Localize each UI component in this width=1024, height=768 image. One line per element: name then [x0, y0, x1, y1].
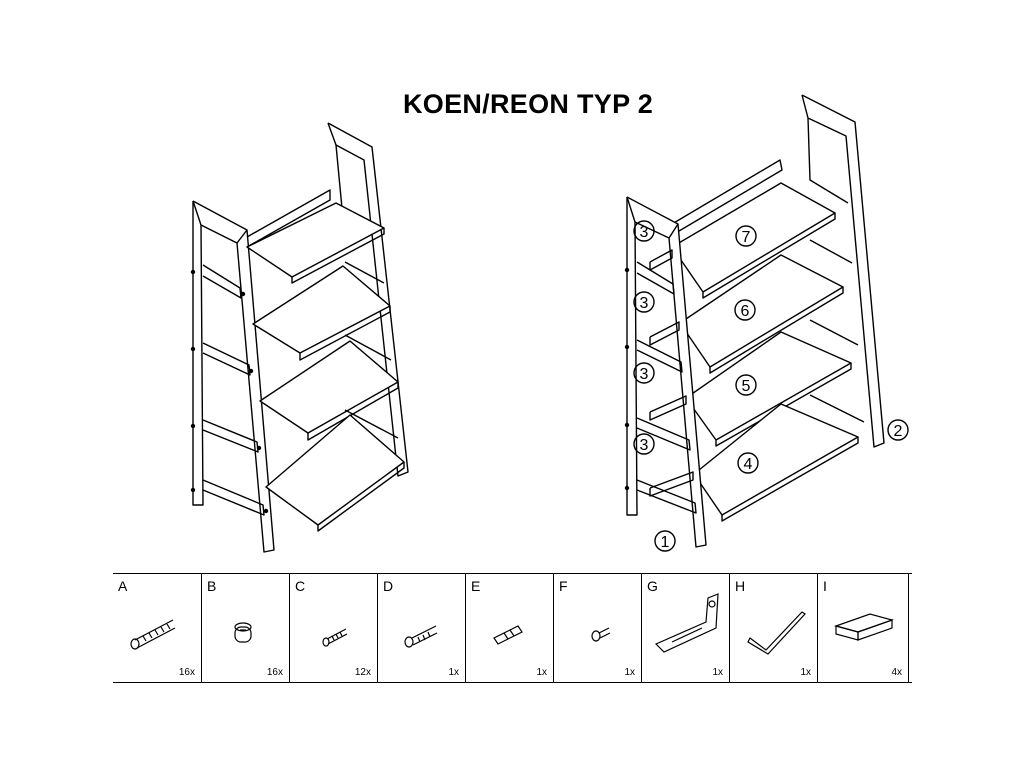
wall-bracket-icon: [654, 593, 719, 653]
exploded-shelf-illustration: [624, 94, 909, 552]
felt-pad-icon: [833, 613, 895, 641]
part-letter: B: [207, 578, 217, 594]
barrel-nut-icon: [234, 622, 252, 643]
parts-table: A 16x B 16x C 12x D 1: [113, 573, 912, 683]
part-letter: E: [471, 578, 481, 594]
part-qty: 4x: [891, 667, 902, 678]
page-title: KOEN/REON TYP 2: [402, 89, 654, 119]
short-screw-icon: [591, 627, 611, 642]
part-letter: F: [559, 578, 568, 594]
part-qty: 16x: [266, 667, 283, 678]
part-qty: 12x: [354, 667, 371, 678]
callout-rail-second: 3: [640, 295, 649, 312]
part-qty: 1x: [800, 667, 811, 678]
part-cell-h: H 1x: [729, 574, 817, 682]
callout-shelf-third: 5: [742, 378, 751, 395]
part-cell-i: I 4x: [817, 574, 909, 682]
allen-key-icon: [747, 611, 806, 655]
part-cell-d: D 1x: [377, 574, 465, 682]
part-qty: 1x: [448, 667, 459, 678]
part-cell-e: E 1x: [465, 574, 553, 682]
long-bolt-icon: [130, 619, 176, 650]
wall-plug-icon: [493, 625, 523, 645]
screw-icon: [322, 628, 348, 647]
callout-shelf-top: 7: [742, 229, 751, 246]
part-letter: G: [647, 578, 658, 594]
callout-rail-top: 3: [640, 224, 649, 241]
part-qty: 16x: [178, 667, 195, 678]
part-letter: I: [823, 578, 827, 594]
assembled-shelf-illustration: [190, 122, 409, 553]
assembly-drawing: 1 2 3 3 3 3 4 5 6 7: [190, 94, 909, 553]
part-qty: 1x: [624, 667, 635, 678]
part-letter: C: [295, 578, 306, 594]
callout-front-ladder: 1: [661, 534, 670, 551]
part-qty: 1x: [536, 667, 547, 678]
callout-back-ladder: 2: [894, 423, 903, 440]
part-cell-g: G 1x: [641, 574, 729, 682]
part-cell-f: F 1x: [553, 574, 641, 682]
part-cell-c: C 12x: [289, 574, 377, 682]
part-letter: D: [383, 578, 394, 594]
wood-screw-icon: [404, 625, 438, 648]
callout-shelf-bottom: 4: [744, 456, 753, 473]
part-qty: 1x: [712, 667, 723, 678]
part-cell-a: A 16x: [113, 574, 201, 682]
part-cell-b: B 16x: [201, 574, 289, 682]
callout-rail-third: 3: [640, 366, 649, 383]
part-letter: H: [735, 578, 746, 594]
callout-rail-bottom: 3: [640, 437, 649, 454]
part-letter: A: [118, 578, 128, 594]
callout-shelf-second: 6: [741, 303, 750, 320]
